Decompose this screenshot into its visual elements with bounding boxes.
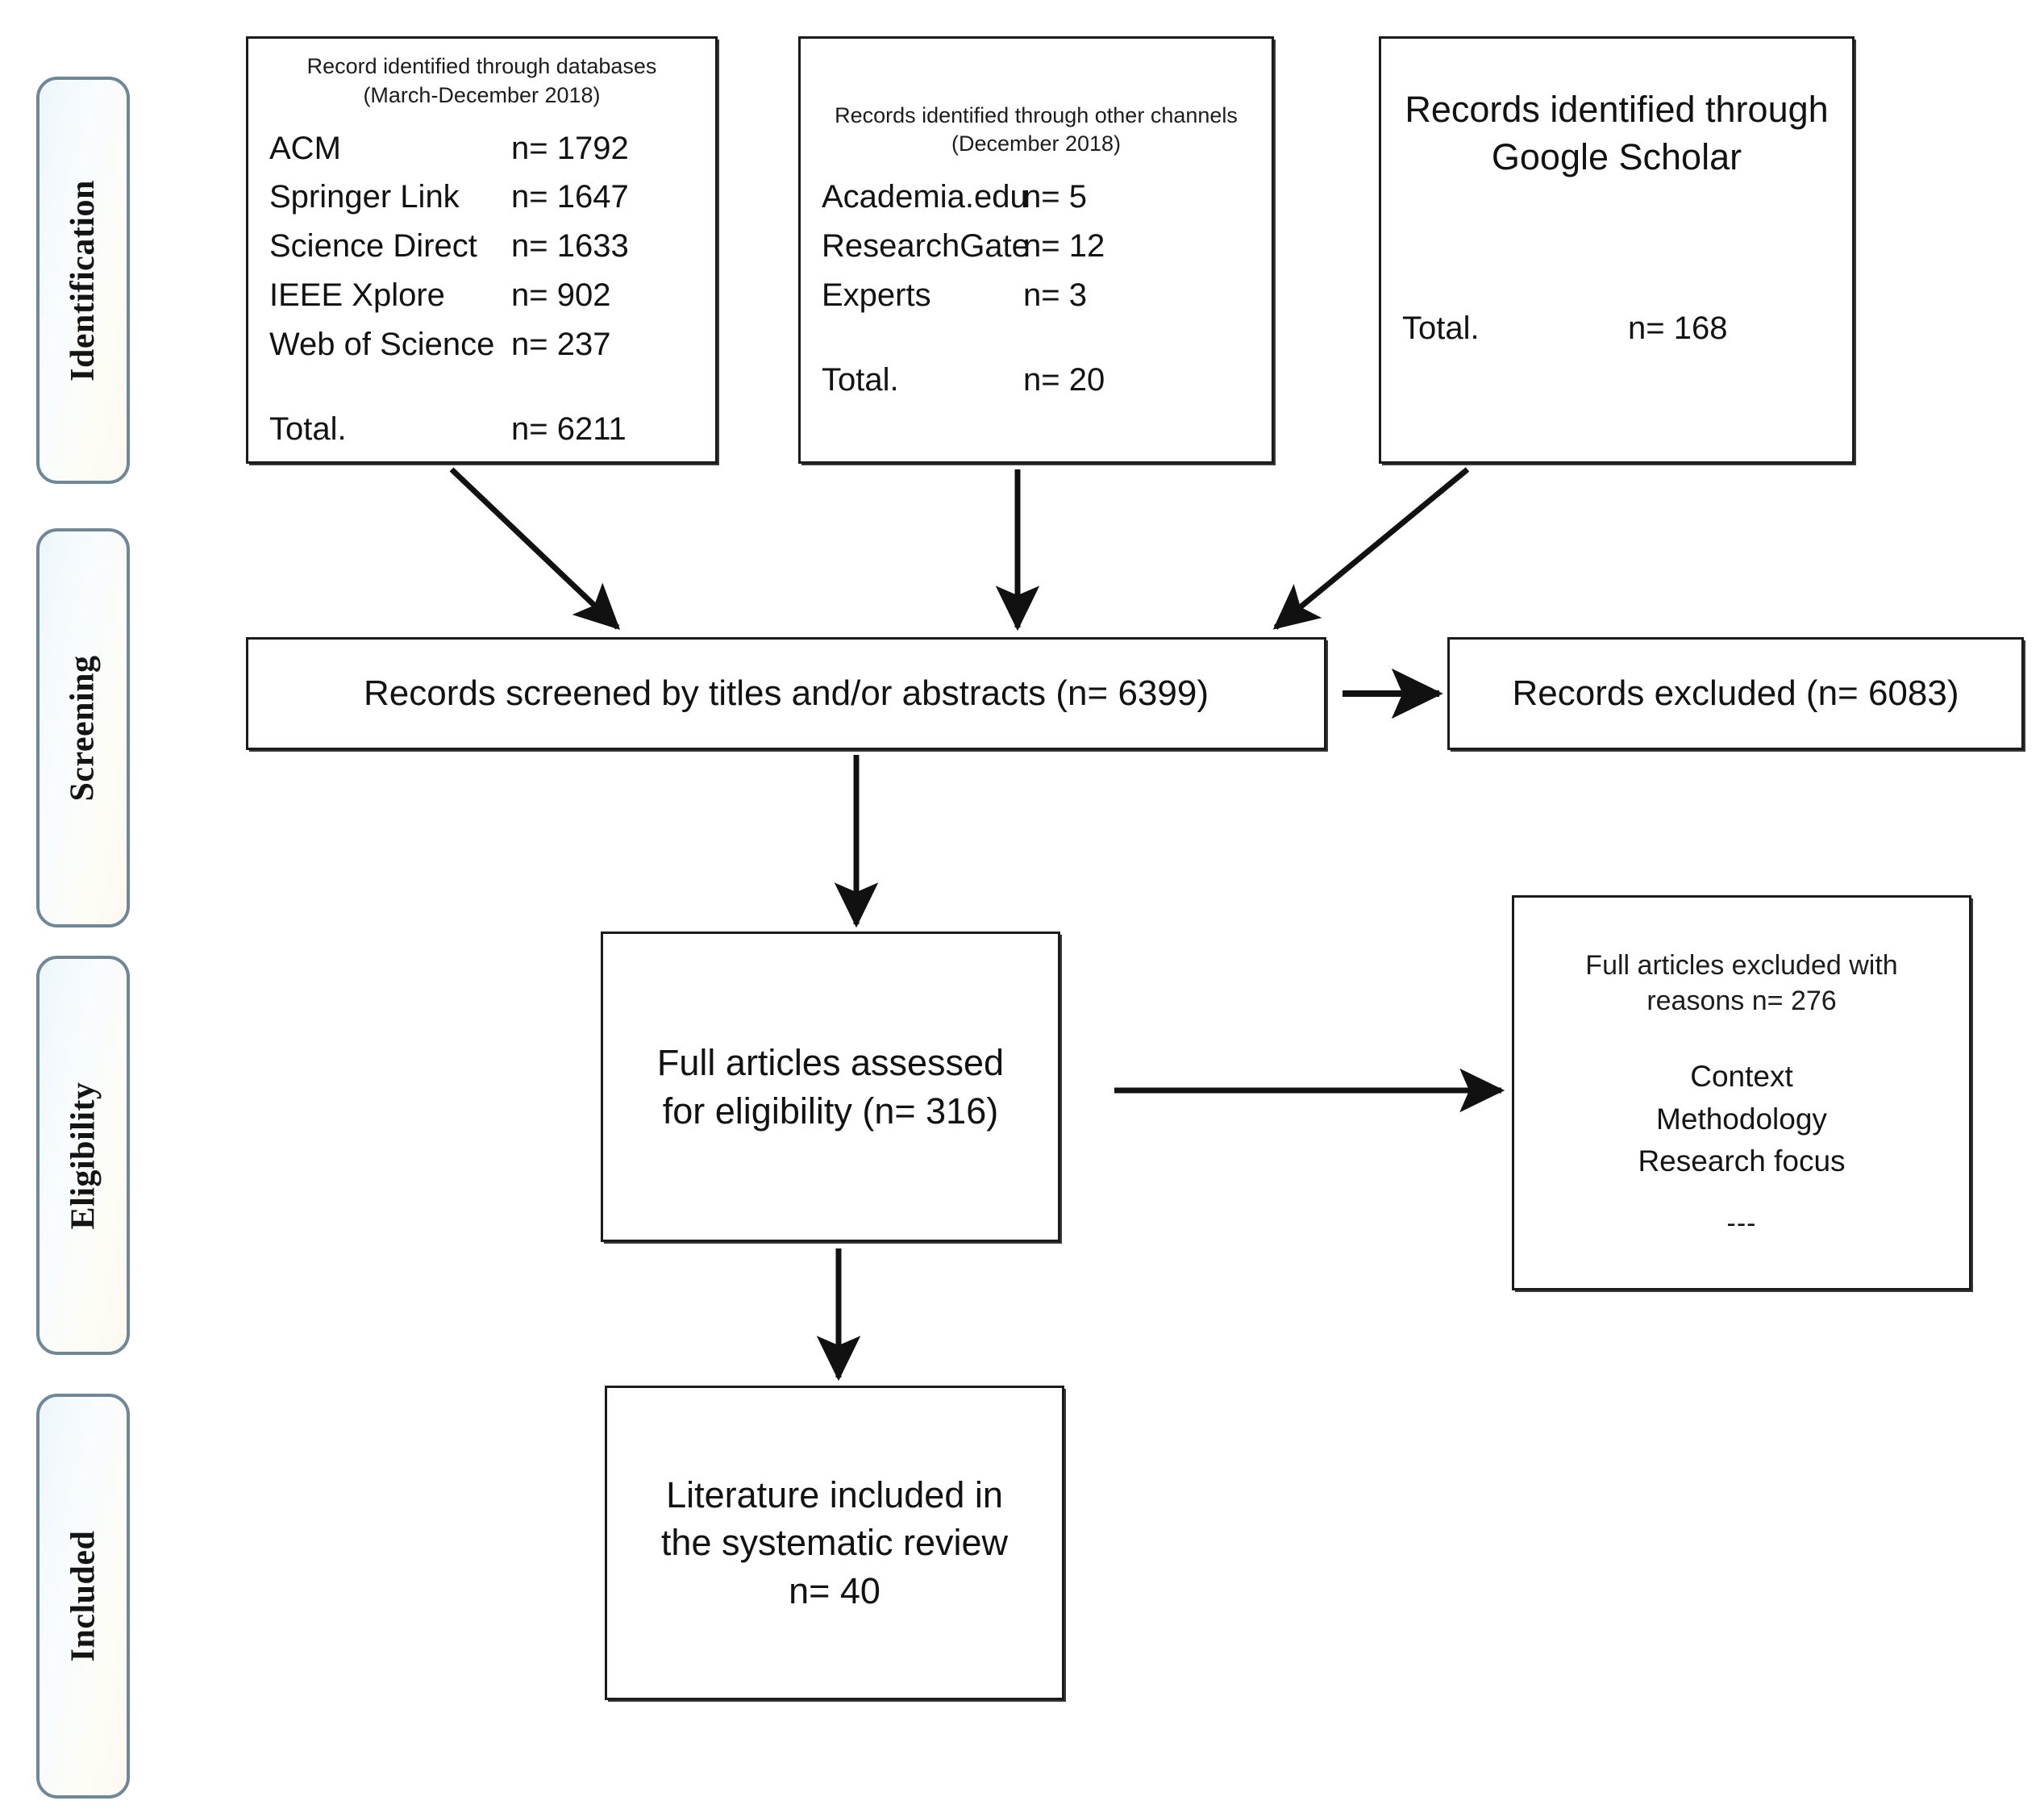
source-count: n= 902 (511, 277, 611, 313)
box-literature-included-line1: Literature included in (666, 1473, 1003, 1515)
stage-tab-eligibility-label: Eligibility (65, 1082, 102, 1229)
other-channels-total-row: Total. n= 20 (822, 362, 1251, 398)
source-row: Academia.edu n= 5 (822, 173, 1251, 222)
exclusion-reason: Context (1690, 1060, 1793, 1094)
source-count: n= 1633 (511, 228, 629, 265)
google-scholar-total-row: Total. n= 168 (1402, 311, 1831, 347)
databases-total-row: Total. n= 6211 (269, 411, 694, 448)
source-name: Springer Link (269, 179, 460, 215)
stage-tab-identification: Identification (36, 77, 130, 484)
box-databases-source-list: ACM n= 1792 Springer Link n= 1647 Scienc… (269, 124, 694, 448)
box-records-screened: Records screened by titles and/or abstra… (246, 637, 1326, 750)
exclusion-reason-ellipsis: --- (1726, 1207, 1757, 1239)
stage-tab-identification-label: Identification (65, 179, 102, 381)
source-name: Experts (822, 277, 931, 313)
source-count: n= 237 (511, 326, 611, 362)
stage-tab-eligibility: Eligibility (36, 956, 130, 1355)
source-name: ResearchGate (822, 228, 1030, 265)
box-records-excluded-text: Records excluded (n= 6083) (1512, 673, 1959, 713)
box-google-scholar-caption: Records identified through Google Schola… (1405, 89, 1829, 178)
source-row: ResearchGate n= 12 (822, 222, 1251, 271)
total-value: n= 6211 (511, 411, 627, 447)
box-full-articles-assessed-line2: for eligibility (n= 316) (662, 1090, 999, 1132)
total-label: Total. (269, 411, 347, 447)
arrow-google-scholar-to-screened (1272, 467, 1470, 630)
stage-tab-screening-label: Screening (65, 654, 102, 802)
exclusion-reason-list: Context Methodology Research focus --- (1638, 1056, 1845, 1243)
box-records-other-channels: Records identified through other channel… (798, 36, 1274, 464)
total-value: n= 168 (1628, 310, 1728, 346)
source-row: Experts n= 3 (822, 271, 1251, 320)
source-row: ACM n= 1792 (269, 124, 694, 173)
source-name: Web of Science (269, 326, 495, 362)
source-row: IEEE Xplore n= 902 (269, 271, 694, 320)
box-literature-included-line2: the systematic review (660, 1522, 1009, 1564)
source-count: n= 12 (1023, 228, 1105, 265)
box-other-channels-source-list: Academia.edu n= 5 ResearchGate n= 12 Exp… (822, 173, 1251, 398)
source-count: n= 1792 (511, 130, 629, 166)
total-value: n= 20 (1023, 361, 1105, 398)
source-name: IEEE Xplore (269, 277, 445, 313)
total-label: Total. (822, 361, 899, 398)
stage-tab-included: Included (36, 1394, 130, 1799)
box-records-screened-text: Records screened by titles and/or abstra… (364, 673, 1209, 713)
source-row: Science Direct n= 1633 (269, 222, 694, 271)
box-full-articles-assessed-line1: Full articles assessed (656, 1042, 1005, 1084)
box-full-articles-assessed: Full articles assessed for eligibility (… (601, 932, 1060, 1242)
stage-tab-screening: Screening (36, 528, 130, 927)
arrow-databases-to-screened (449, 467, 621, 630)
source-row: Springer Link n= 1647 (269, 173, 694, 222)
source-count: n= 5 (1023, 179, 1087, 215)
box-records-excluded: Records excluded (n= 6083) (1447, 637, 2024, 750)
source-count: n= 1647 (511, 179, 629, 215)
box-other-channels-caption: Records identified through other channel… (835, 103, 1238, 156)
source-name: ACM (269, 130, 341, 166)
box-records-databases: Record identified through databases (Mar… (246, 36, 718, 464)
exclusion-reason: Methodology (1656, 1102, 1827, 1136)
total-label: Total. (1402, 310, 1480, 346)
source-name: Science Direct (269, 228, 477, 265)
box-full-articles-excluded: Full articles excluded with reasons n= 2… (1512, 895, 1971, 1290)
box-records-google-scholar: Records identified through Google Schola… (1379, 36, 1855, 464)
stage-tab-included-label: Included (65, 1530, 102, 1662)
box-databases-caption: Record identified through databases (Mar… (306, 54, 657, 107)
box-literature-included: Literature included in the systematic re… (605, 1386, 1064, 1700)
source-name: Academia.edu (822, 179, 1028, 215)
source-row: Web of Science n= 237 (269, 320, 694, 369)
box-full-articles-excluded-heading: Full articles excluded with reasons n= 2… (1585, 950, 1898, 1017)
source-count: n= 3 (1023, 277, 1087, 313)
exclusion-reason: Research focus (1638, 1144, 1846, 1178)
box-literature-included-line3: n= 40 (789, 1569, 880, 1611)
